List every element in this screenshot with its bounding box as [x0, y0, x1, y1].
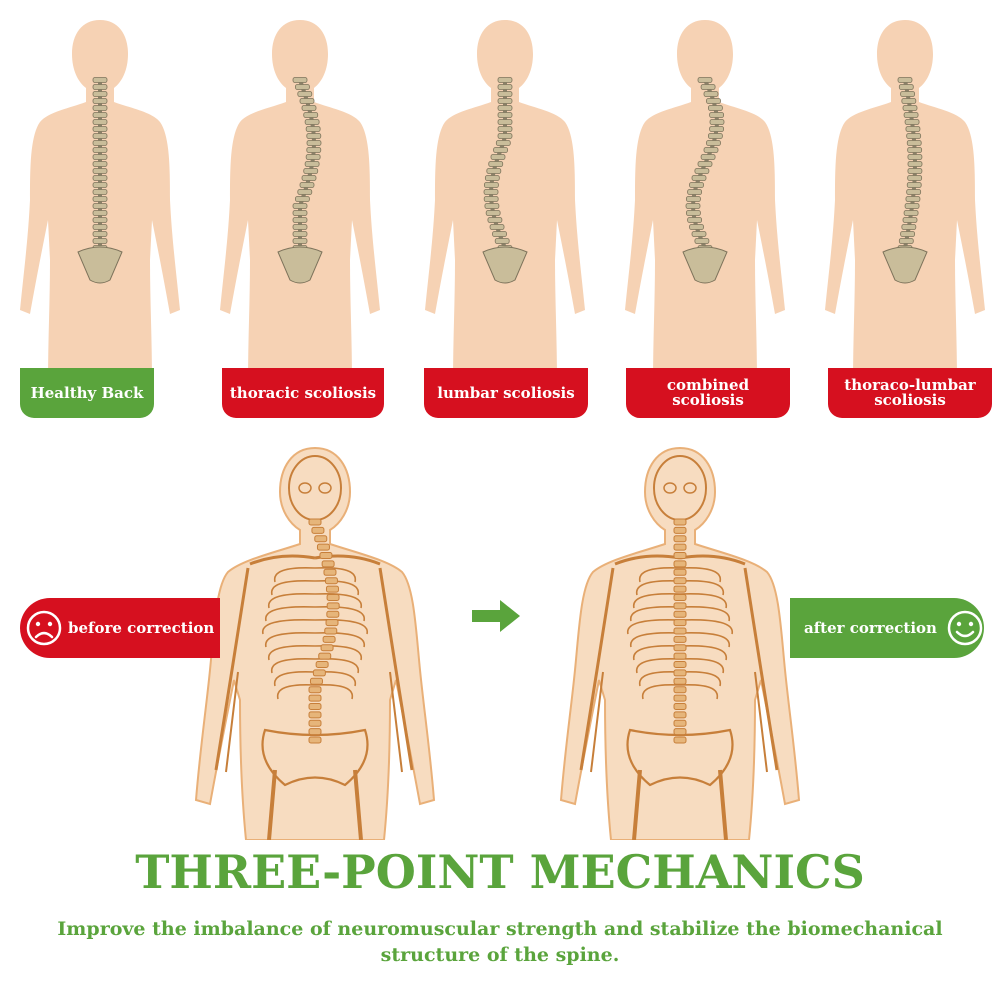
before-correction-badge: before correction: [20, 598, 220, 658]
body-silhouette-combined: [625, 20, 785, 382]
sad-face-icon: [26, 610, 62, 646]
lumbar-scoliosis-figure: [405, 10, 605, 422]
healthy-back-figure: [0, 10, 200, 422]
label-thoracic-scoliosis: thoracic scoliosis: [222, 368, 384, 418]
combined-scoliosis-figure: [605, 10, 805, 422]
body-shape: [825, 20, 985, 382]
label-thoraco-lumbar-scoliosis: thoraco-lumbar scoliosis: [828, 368, 992, 418]
skeleton-before: [194, 446, 436, 840]
spine-types-row: Healthy Back thoracic scoliosis lumbar s…: [0, 0, 1000, 430]
label-lumbar-scoliosis: lumbar scoliosis: [424, 368, 588, 418]
body-silhouette-thoraco-lumbar: [825, 20, 985, 382]
smiley-face-icon: [947, 610, 983, 646]
body-shape: [425, 20, 585, 382]
correction-comparison: before correction after correction: [0, 440, 1000, 840]
subline: Improve the imbalance of neuromuscular s…: [57, 918, 943, 966]
label-healthy-back: Healthy Back: [20, 368, 154, 418]
thoracic-scoliosis-figure: [200, 10, 400, 422]
after-correction-label: after correction: [804, 619, 937, 637]
body-silhouette-thoracic: [220, 20, 380, 382]
before-correction-label: before correction: [68, 619, 215, 637]
skeleton-after: [559, 446, 801, 840]
label-combined-scoliosis: combined scoliosis: [626, 368, 790, 418]
thoraco-lumbar-scoliosis-figure: [805, 10, 1000, 422]
arrow-right-icon: [472, 600, 520, 632]
headline: THREE-POINT MECHANICS: [135, 845, 865, 899]
body-silhouette-healthy: [20, 20, 180, 382]
body-silhouette-lumbar: [425, 20, 585, 382]
after-correction-badge: after correction: [790, 598, 984, 658]
body-shape: [625, 20, 785, 382]
